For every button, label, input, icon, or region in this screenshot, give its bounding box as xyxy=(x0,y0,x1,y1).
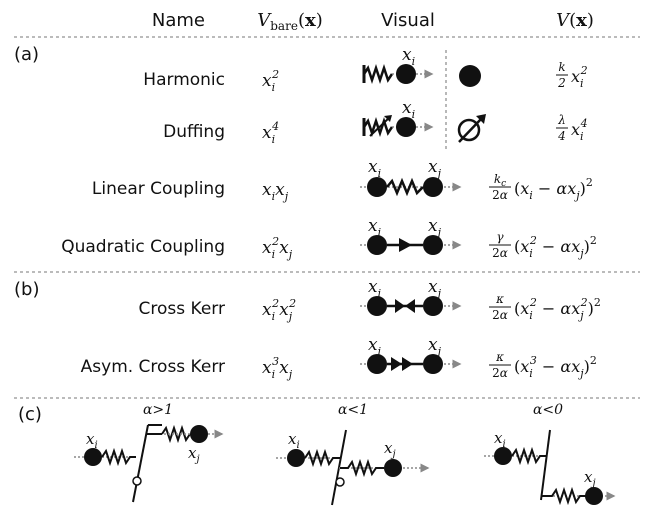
vbare-expression: xi2xj2 xyxy=(262,297,296,323)
section-a-label: (a) xyxy=(14,44,39,65)
label-xi: xi xyxy=(288,430,300,451)
visual-harmonic: xi xyxy=(362,45,481,150)
row-name: Linear Coupling xyxy=(92,179,225,199)
lever-alpha-gt-1: α>1 xi xj xyxy=(74,402,224,503)
mass-circle xyxy=(396,64,416,84)
svg-text:4: 4 xyxy=(557,129,566,143)
row-name: Cross Kerr xyxy=(139,299,225,319)
header: Name Vbare(x) Visual V(x) xyxy=(152,10,594,33)
mass-circle xyxy=(84,448,102,466)
visual-cross-kerr: xi xj xyxy=(360,277,462,316)
v-column: k 2 xi2 λ 4 xi4 kc 2α (xi − αxj)2 γ 2α (… xyxy=(489,60,601,380)
header-name: Name xyxy=(152,10,205,31)
mass-circle xyxy=(367,177,387,197)
row-names: Harmonic Duffing Linear Coupling Quadrat… xyxy=(61,70,225,377)
lever-alpha-lt-0: α<0 xi xj xyxy=(484,402,616,506)
v-expression: κ 2α (xi2 − αxj2)2 xyxy=(489,292,601,322)
vbare-expression: xi2xj xyxy=(262,235,293,261)
label-xj: xj xyxy=(428,335,442,358)
svg-text:(xi2 − αxj2)2: (xi2 − αxj2)2 xyxy=(514,296,601,322)
svg-text:2: 2 xyxy=(557,76,566,90)
header-v: V(x) xyxy=(556,10,594,31)
row-name: Harmonic xyxy=(143,70,225,90)
mass-circle xyxy=(367,296,387,316)
mass-circle xyxy=(585,487,603,505)
label-xi: xi xyxy=(368,157,381,180)
vbare-expression: xixj xyxy=(262,180,289,203)
mass-circle xyxy=(367,354,387,374)
label-xi: xi xyxy=(368,335,381,358)
label-xj: xj xyxy=(188,444,200,465)
svg-text:(xi3 − αxj)2: (xi3 − αxj)2 xyxy=(514,354,597,380)
label-xj: xj xyxy=(428,157,442,180)
svg-text:2α: 2α xyxy=(492,308,508,322)
row-name: Quadratic Coupling xyxy=(61,237,225,257)
svg-text:κ: κ xyxy=(495,292,504,306)
svg-text:γ: γ xyxy=(496,230,504,244)
lever-title: α>1 xyxy=(143,402,173,418)
visual-asym-cross-kerr: xi xj xyxy=(360,335,462,374)
vbare-expression: xi3xj xyxy=(262,355,293,381)
vbare-column: xi2 xi4 xixj xi2xj xi2xj2 xi3xj xyxy=(262,68,296,381)
row-name: Asym. Cross Kerr xyxy=(81,357,225,377)
lever-alpha-lt-1: α<1 xi xj xyxy=(276,402,430,506)
v-expression: λ 4 xi4 xyxy=(556,113,588,143)
potential-symbol-harmonic xyxy=(459,65,481,87)
label-xj: xj xyxy=(584,468,596,489)
mass-circle xyxy=(423,296,443,316)
mass-circle xyxy=(384,459,402,477)
mass-circle xyxy=(190,425,208,443)
vbare-expression: xi4 xyxy=(262,120,279,146)
v-expression: κ 2α (xi3 − αxj)2 xyxy=(489,350,597,380)
label-xi: xi xyxy=(368,216,381,239)
v-expression: k 2 xi2 xyxy=(556,60,588,90)
svg-text:2α: 2α xyxy=(492,246,508,260)
svg-text:(xi − αxj)2: (xi − αxj)2 xyxy=(514,176,593,202)
header-visual: Visual xyxy=(381,10,435,31)
visual-duffing: xi xyxy=(362,98,486,143)
vbare-expression: xi2 xyxy=(262,68,279,94)
svg-text:2α: 2α xyxy=(492,188,508,202)
label-xi: xi xyxy=(402,45,415,68)
potential-symbol-duffing xyxy=(457,118,481,142)
label-xi: xi xyxy=(86,430,98,451)
label-xi: xi xyxy=(402,98,415,121)
mass-circle xyxy=(423,177,443,197)
label-xj: xj xyxy=(428,277,442,300)
lever-title: α<1 xyxy=(338,402,368,418)
mass-circle xyxy=(423,235,443,255)
label-xi: xi xyxy=(494,429,506,450)
visual-linear-coupling: xi xj xyxy=(360,157,462,197)
visual-quadratic-coupling: xi xj xyxy=(360,216,462,255)
mass-circle xyxy=(287,449,305,467)
svg-text:κ: κ xyxy=(495,350,504,364)
svg-text:xi2: xi2 xyxy=(571,64,588,90)
row-name: Duffing xyxy=(163,122,225,142)
svg-text:kc: kc xyxy=(494,172,506,189)
header-vbare: Vbare(x) xyxy=(257,10,322,33)
svg-text:2α: 2α xyxy=(492,366,508,380)
mass-circle xyxy=(494,447,512,465)
mass-circle xyxy=(423,354,443,374)
mass-circle xyxy=(396,117,416,137)
label-xj: xj xyxy=(428,216,442,239)
lever-title: α<0 xyxy=(533,402,563,418)
label-xj: xj xyxy=(384,439,396,460)
mass-circle xyxy=(367,235,387,255)
section-b-label: (b) xyxy=(14,279,39,300)
svg-text:xi4: xi4 xyxy=(571,117,588,143)
v-expression: γ 2α (xi2 − αxj)2 xyxy=(489,230,597,260)
svg-text:k: k xyxy=(558,60,565,74)
svg-text:λ: λ xyxy=(557,113,566,127)
v-expression: kc 2α (xi − αxj)2 xyxy=(489,172,593,202)
label-xi: xi xyxy=(368,277,381,300)
svg-text:(xi2 − αxj)2: (xi2 − αxj)2 xyxy=(514,234,597,260)
section-c-label: (c) xyxy=(18,404,42,425)
